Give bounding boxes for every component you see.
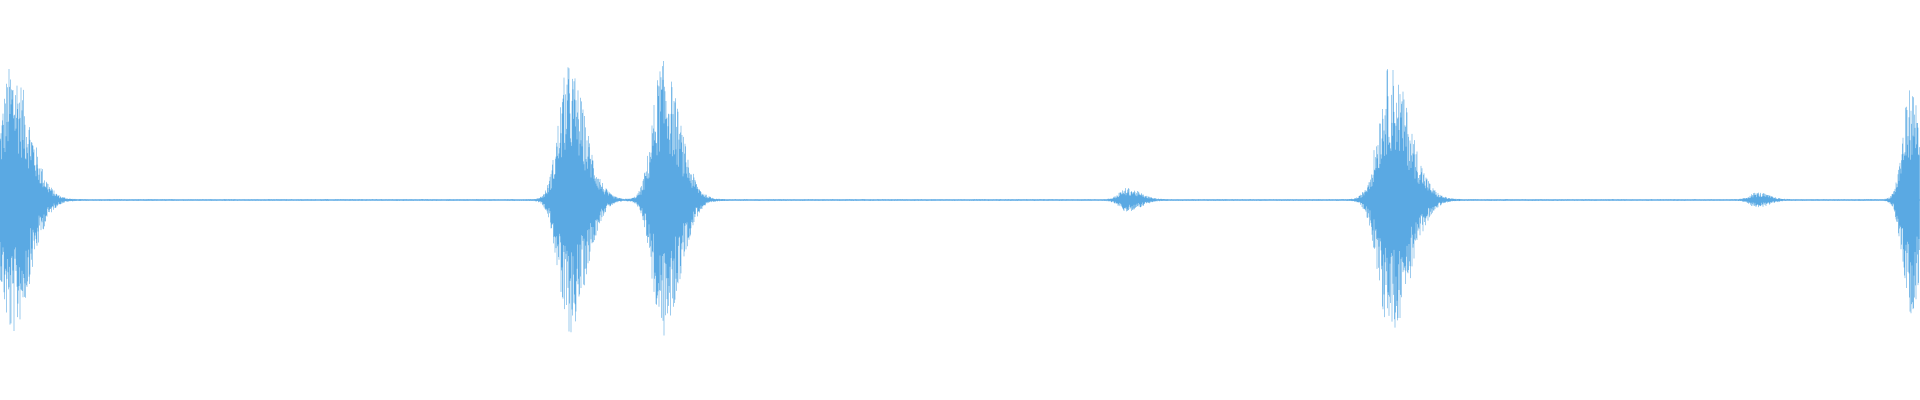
waveform-channel (0, 60, 1920, 336)
waveform-samples (0, 60, 1920, 336)
